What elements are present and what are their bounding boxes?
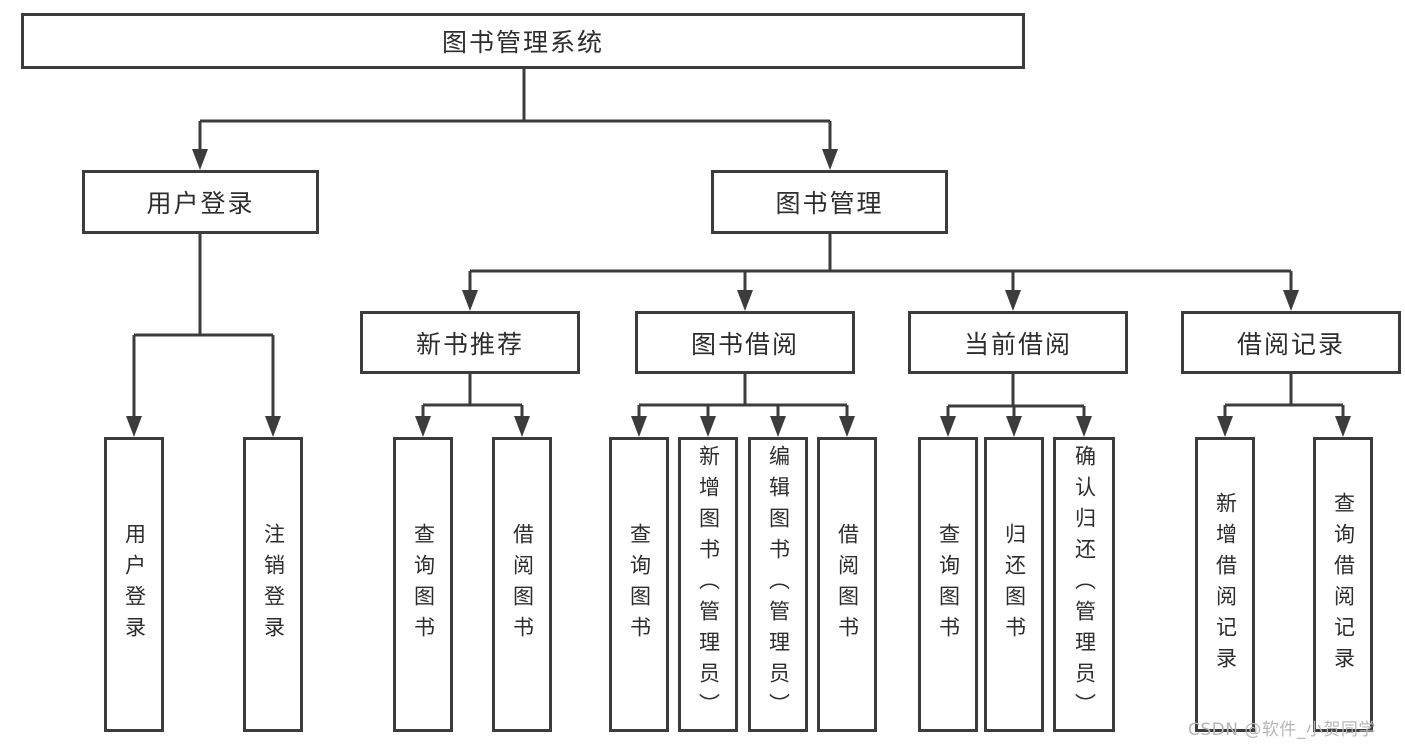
node-label: 用户登录 bbox=[146, 189, 255, 218]
node-label: 借阅记录 bbox=[1236, 329, 1345, 359]
leaf-newbook-query-book: 查询图书 bbox=[393, 437, 453, 732]
node-new-book-recommend: 新书推荐 bbox=[360, 311, 580, 374]
leaf-query-borrow-record: 查询借阅记录 bbox=[1313, 437, 1373, 732]
connector-root-to-level2 bbox=[192, 69, 838, 170]
leaf-confirm-return-admin: 确认归还（管理员） bbox=[1053, 437, 1115, 732]
node-label: 借阅图书 bbox=[510, 522, 535, 647]
node-label: 归还图书 bbox=[1002, 522, 1027, 647]
node-label: 用户登录 bbox=[122, 522, 147, 647]
leaf-newbook-borrow-book: 借阅图书 bbox=[492, 437, 552, 732]
leaf-add-book-admin: 新增图书（管理员） bbox=[678, 437, 738, 732]
node-label: 编辑图书（管理员） bbox=[766, 445, 791, 724]
watermark-text: CSDN @软件_小贺同学 bbox=[1188, 720, 1376, 740]
leaf-return-book: 归还图书 bbox=[984, 437, 1044, 732]
node-label: 注销登录 bbox=[261, 522, 286, 647]
node-label: 新增借阅记录 bbox=[1213, 491, 1238, 678]
connector-book-management-to-level3 bbox=[462, 234, 1299, 311]
node-current-borrow: 当前借阅 bbox=[908, 311, 1128, 374]
node-label: 确认归还（管理员） bbox=[1072, 445, 1097, 724]
node-label: 图书管理系统 bbox=[441, 28, 604, 57]
leaf-current-query-book: 查询图书 bbox=[918, 437, 978, 732]
node-label: 新书推荐 bbox=[415, 329, 524, 359]
leaf-logout: 注销登录 bbox=[243, 437, 303, 732]
node-label: 借阅图书 bbox=[835, 522, 860, 647]
connector-borrow-records-to-leaves bbox=[1217, 374, 1351, 437]
node-label: 当前借阅 bbox=[963, 329, 1072, 359]
node-book-borrow: 图书借阅 bbox=[635, 311, 855, 374]
node-book-management: 图书管理 bbox=[711, 170, 948, 234]
node-label: 查询图书 bbox=[627, 522, 652, 647]
node-borrow-records: 借阅记录 bbox=[1181, 311, 1401, 374]
node-library-management-system: 图书管理系统 bbox=[21, 13, 1025, 69]
node-label: 查询图书 bbox=[411, 522, 436, 647]
node-label: 查询借阅记录 bbox=[1331, 491, 1356, 678]
connector-book-borrow-to-leaves bbox=[631, 374, 855, 437]
leaf-user-login: 用户登录 bbox=[104, 437, 164, 732]
connector-new-book-recommend-to-leaves bbox=[415, 374, 530, 437]
leaf-borrow-query-book: 查询图书 bbox=[609, 437, 669, 732]
node-label: 查询图书 bbox=[936, 522, 961, 647]
leaf-edit-book-admin: 编辑图书（管理员） bbox=[748, 437, 808, 732]
node-label: 图书管理 bbox=[775, 189, 884, 218]
node-label: 图书借阅 bbox=[690, 329, 799, 359]
node-label: 新增图书（管理员） bbox=[696, 445, 721, 724]
node-user-login: 用户登录 bbox=[82, 170, 319, 234]
connector-current-borrow-to-leaves bbox=[940, 374, 1092, 437]
connector-user-login-to-leaves bbox=[126, 234, 281, 437]
leaf-add-borrow-record: 新增借阅记录 bbox=[1195, 437, 1255, 732]
leaf-borrow-book: 借阅图书 bbox=[817, 437, 877, 732]
